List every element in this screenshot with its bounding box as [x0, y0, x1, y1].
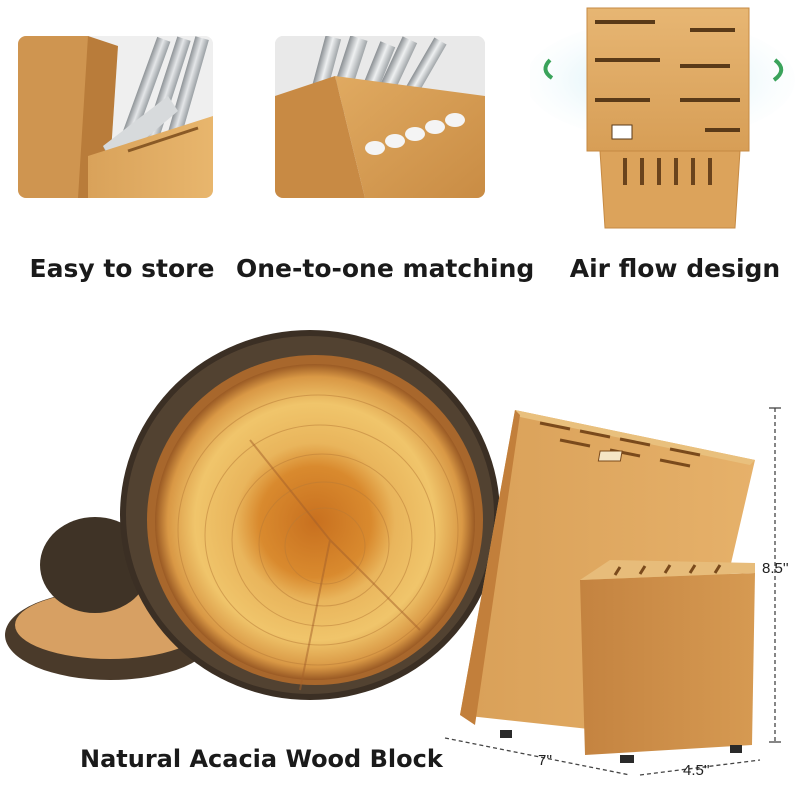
- easy-to-store-photo: [18, 36, 213, 198]
- main-caption: Natural Acacia Wood Block: [80, 745, 443, 773]
- width-dimension-label: 7'': [538, 752, 553, 769]
- feature-caption-one-to-one-matching: One-to-one matching: [236, 254, 535, 283]
- depth-dimension-label: 4.5'': [683, 762, 710, 779]
- air-flow-design-photo: [530, 0, 800, 230]
- dimension-lines: [444, 407, 781, 776]
- feature-caption-air-flow-design: Air flow design: [569, 254, 781, 283]
- knife-block-image: [440, 395, 760, 770]
- one-to-one-matching-photo: [275, 36, 485, 198]
- feature-caption-easy-to-store: Easy to store: [29, 254, 215, 283]
- height-dimension-label: 8.5'': [762, 560, 789, 577]
- acacia-log-slices-image: [0, 330, 510, 730]
